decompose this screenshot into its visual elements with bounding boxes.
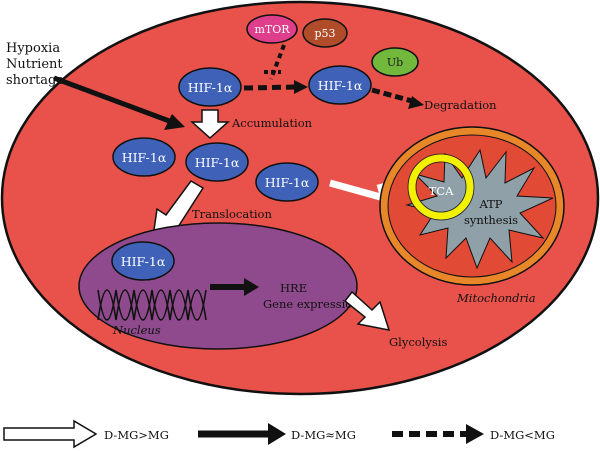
hypoxia-label-line1: Hypoxia [6, 41, 60, 56]
legend-dashed-arrow-label: D-MG<MG [490, 428, 555, 442]
degradation-dashed-arrow-1 [243, 84, 298, 91]
hif1a-top-right-label: HIF-1α [318, 78, 363, 93]
legend-dashed-arrow-head [466, 424, 484, 444]
accumulation-label: Accumulation [231, 116, 313, 130]
p53-label: p53 [314, 27, 335, 40]
tca-label: TCA [429, 184, 454, 198]
translocation-label: Translocation [192, 207, 272, 221]
hypoxia-arrow [53, 75, 173, 125]
dna-helix-icon [97, 289, 207, 321]
degradation-dashed-arrow-2-head [408, 96, 424, 109]
hif1a-mid-left-label: HIF-1α [122, 150, 167, 165]
hif1a-top-left [178, 67, 242, 107]
nucleus-label: Nucleus [112, 323, 161, 337]
tca-ring-outline-inner [415, 161, 467, 213]
hif1a-mid-right-label: HIF-1α [265, 175, 310, 190]
hypoxia-label-line2: Nutrient [6, 57, 63, 72]
legend-open-arrow-icon [3, 419, 98, 449]
accumulation-open-arrow [190, 109, 230, 140]
p53-pill [302, 18, 348, 48]
synthesis-label: synthesis [464, 213, 518, 227]
gene-expression-label: Gene expression [263, 297, 360, 311]
degradation-dashed-arrow-1-head [294, 80, 308, 94]
hif1a-mid-center-label: HIF-1α [195, 155, 240, 170]
hif1a-mid-left [112, 137, 176, 177]
atp-label: ATP [478, 197, 502, 211]
hif1a-mid-center [185, 142, 249, 182]
legend-open-arrow-label: D-MG>MG [104, 428, 169, 442]
glycolysis-label: Glycolysis [389, 335, 447, 349]
hre-label: HRE [280, 281, 307, 295]
ub-label: Ub [387, 56, 403, 69]
mtor-pill [246, 14, 298, 44]
hif1a-nucleus [111, 241, 175, 281]
degradation-dashed-arrow-2 [371, 87, 413, 104]
mtor-label: mTOR [254, 23, 290, 36]
ub-pill [371, 47, 419, 77]
hif1a-nucleus-label: HIF-1α [121, 254, 166, 269]
legend-solid-arrow-head [268, 423, 286, 445]
tca-ring [408, 154, 474, 220]
hypoxia-label-line3: shortage [6, 73, 64, 88]
mito-inhibition-line [329, 179, 385, 202]
legend-solid-arrow-label: D-MG≈MG [291, 428, 356, 442]
hif1a-top-right [308, 65, 372, 105]
degradation-label: Degradation [424, 98, 497, 112]
hypoxia-arrow-head [164, 114, 185, 130]
glycolysis-open-arrow [343, 290, 391, 331]
mitochondria-label: Mitochondria [456, 291, 536, 305]
hre-solid-arrow-head [244, 278, 259, 296]
hif1a-top-left-label: HIF-1α [188, 80, 233, 95]
tca-ring-outline-outer [407, 153, 475, 221]
hif1a-mid-right [255, 162, 319, 202]
